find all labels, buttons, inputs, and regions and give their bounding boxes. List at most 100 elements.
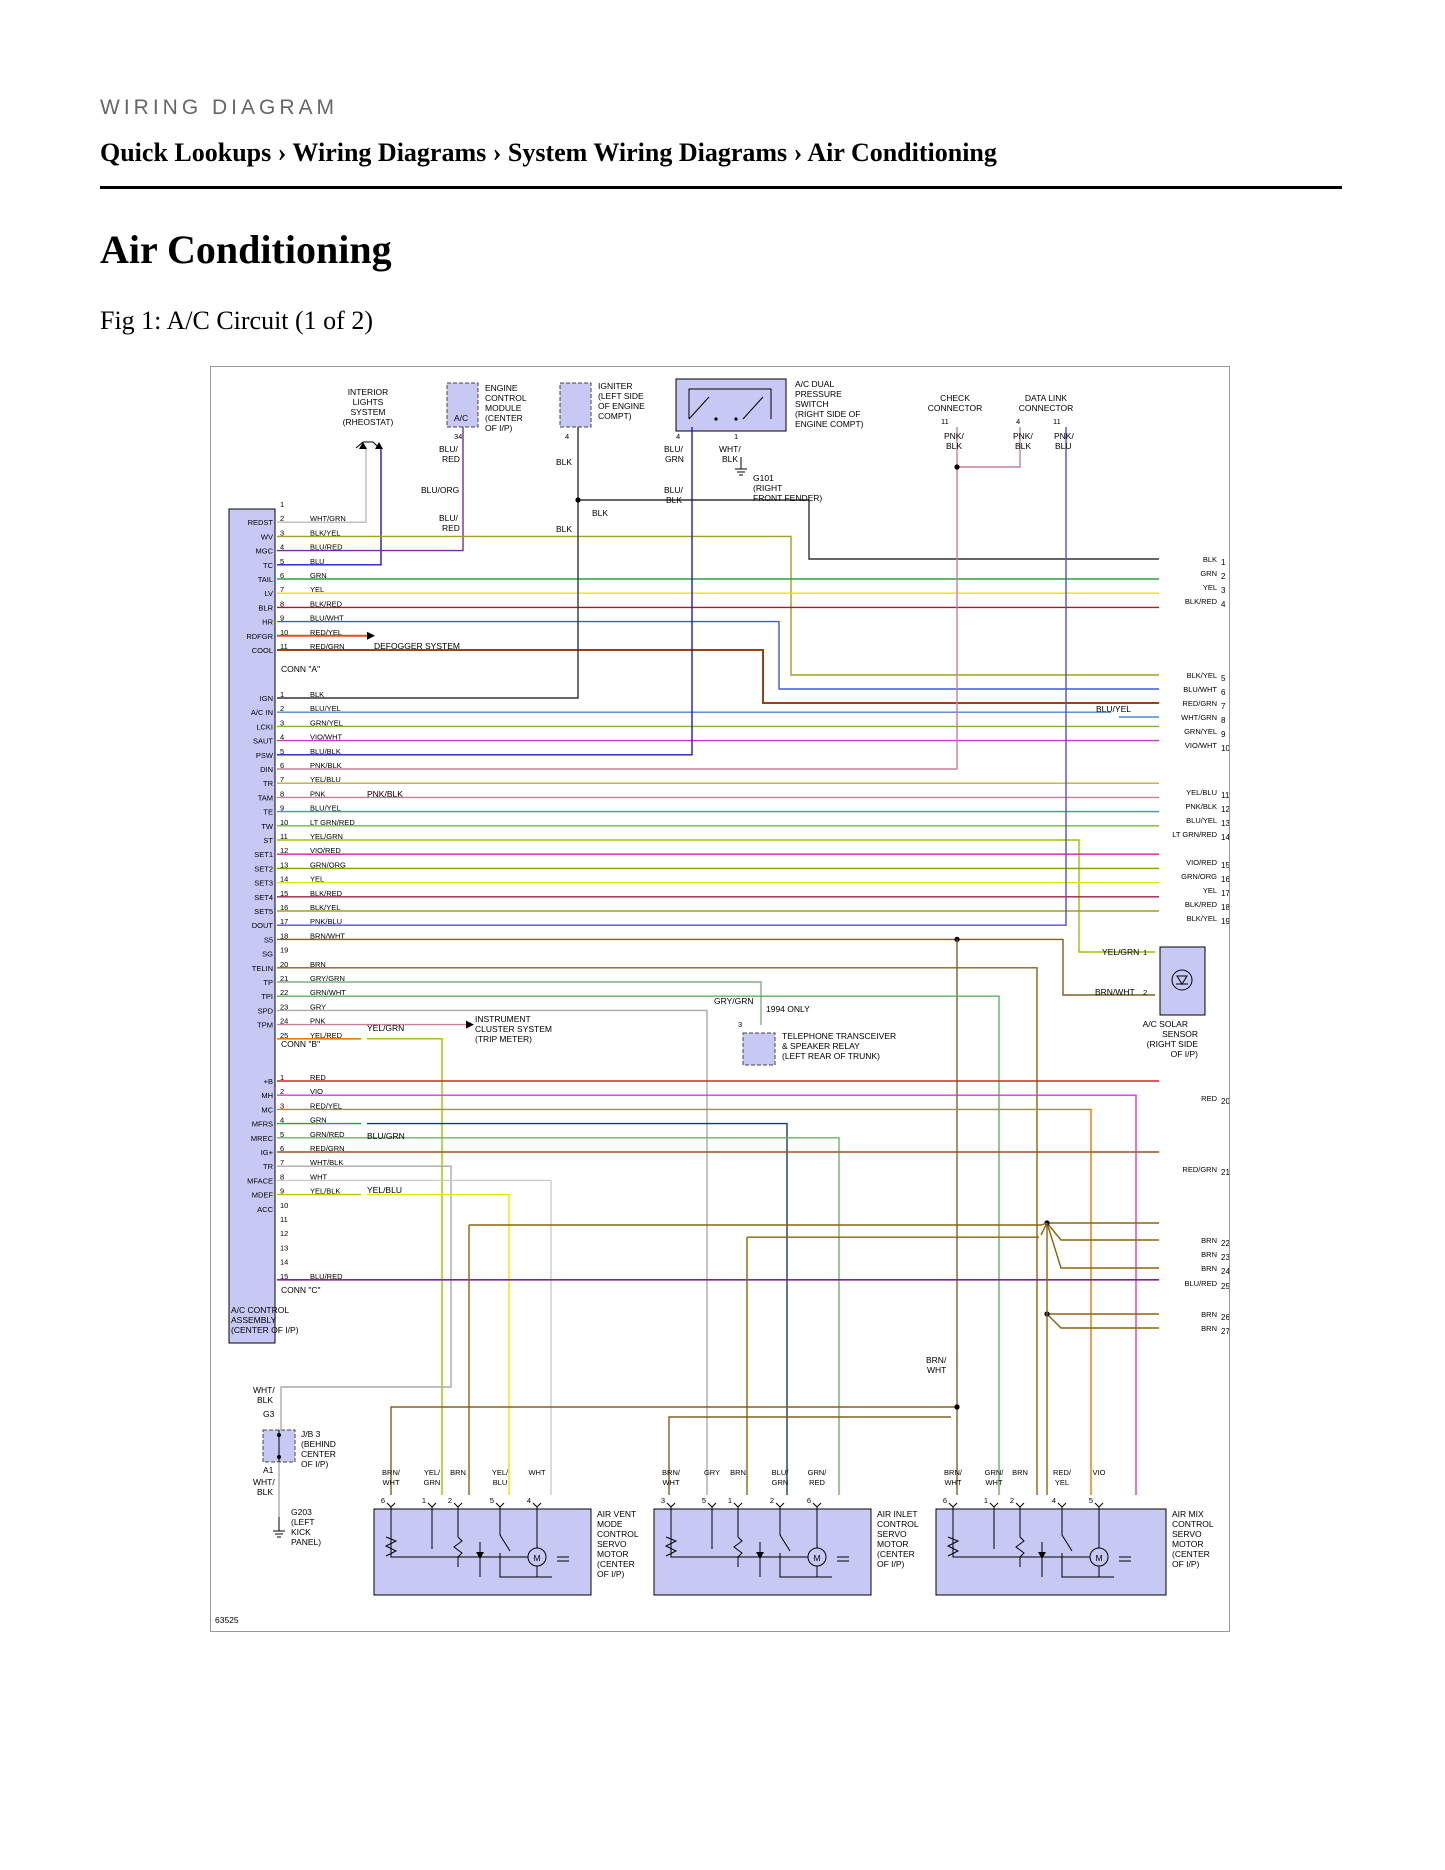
terminal-name: HR [262, 618, 273, 627]
right-pin-number: 15 [1221, 861, 1229, 870]
igniter-wire-2: BLK [592, 508, 608, 518]
wire [578, 499, 1159, 560]
right-wire-label: PNK/BLK [1185, 802, 1217, 811]
pin-number: 17 [280, 917, 288, 926]
terminal-name: TR [263, 779, 274, 788]
right-pin-number: 24 [1221, 1267, 1229, 1276]
pin-number: 11 [280, 832, 288, 841]
terminal-name: ACC [257, 1205, 273, 1214]
wire [277, 427, 693, 756]
wire [1040, 1222, 1048, 1236]
wire-label: YEL/GRN [310, 832, 343, 841]
wire-label: GRY [310, 1002, 326, 1011]
breadcrumb[interactable]: Quick Lookups › Wiring Diagrams › System… [100, 138, 997, 167]
motor-wire-label: BRN [730, 1468, 746, 1477]
pin-number: 18 [280, 931, 288, 940]
pin-number: 8 [280, 789, 284, 798]
wire-label: RED/GRN [310, 1144, 345, 1153]
terminal-name: SAUT [253, 737, 273, 746]
terminal-name: A/C IN [251, 708, 273, 717]
wire [277, 1165, 452, 1430]
right-pin-number: 23 [1221, 1253, 1229, 1262]
wire-label: PNK [310, 1017, 325, 1026]
wire [367, 1122, 788, 1495]
right-pin-number: 12 [1221, 805, 1229, 814]
wire [277, 535, 1159, 676]
motor-wire-label: YEL/GRN [424, 1468, 441, 1487]
dl-pin-1: 4 [1016, 417, 1020, 426]
telephone-relay [742, 1032, 776, 1066]
motor-pin-number: 3 [661, 1496, 665, 1505]
right-pin-number: 25 [1221, 1282, 1229, 1291]
terminal-name: MFACE [247, 1176, 273, 1185]
g3-label: G3 [263, 1409, 275, 1419]
wire-label: WHT [310, 1172, 327, 1181]
wire-label: BLK/RED [310, 889, 343, 898]
ecm-module [446, 382, 479, 428]
wire [277, 1179, 552, 1495]
wire [277, 449, 367, 523]
pin-number: 9 [280, 614, 284, 623]
right-wire-label: BRN [1201, 1264, 1217, 1273]
right-wire-label: BRN [1201, 1250, 1217, 1259]
terminal-name: TPI [261, 992, 273, 1001]
right-wire-label: BLU/WHT [1183, 685, 1217, 694]
wire [367, 1193, 510, 1495]
wire-label: BLK/YEL [310, 903, 340, 912]
wire-label: PNK/BLK [310, 761, 342, 770]
pin-number: 5 [280, 747, 284, 756]
wire [277, 649, 1159, 704]
ecm-pin-number: 34 [454, 432, 462, 441]
terminal-name: TAIL [258, 575, 273, 584]
wht-blk-lower: WHT/BLK [253, 1477, 275, 1497]
igniter-wire-1: BLK [556, 457, 572, 467]
motor-symbol: M [1095, 1553, 1102, 1563]
wire-label: BLU/RED [310, 543, 343, 552]
wire-label: GRY/GRN [310, 974, 345, 983]
pin-number: 7 [280, 775, 284, 784]
terminal-name: REDST [248, 518, 274, 527]
igniter-wire-3: BLK [556, 524, 572, 534]
right-wire-label: LT GRN/RED [1172, 830, 1217, 839]
motor-pin-number: 6 [807, 1496, 811, 1505]
ecm-wire-3: BLU/RED [439, 513, 460, 533]
right-wire-label: BLU/YEL [1186, 816, 1217, 825]
right-pin-number: 3 [1221, 586, 1226, 595]
wire [277, 981, 762, 1025]
header-divider [100, 186, 1342, 189]
right-wire-label: BRN [1201, 1310, 1217, 1319]
wire [1046, 1222, 1159, 1241]
wire-label: WHT/GRN [310, 514, 346, 523]
wire-label: LT GRN/RED [310, 818, 355, 827]
right-pin-number: 20 [1221, 1097, 1229, 1106]
arrow-icon [466, 1020, 474, 1029]
right-wire-label: VIO/WHT [1185, 741, 1217, 750]
right-pin-number: 16 [1221, 875, 1229, 884]
yel-blu-label: YEL/BLU [367, 1185, 402, 1195]
wire-label: YEL/RED [310, 1031, 343, 1040]
ac-control-assembly [228, 508, 276, 1344]
pin-number: 1 [280, 1073, 284, 1082]
pin-number: 16 [280, 903, 288, 912]
figure-caption: Fig 1: A/C Circuit (1 of 2) [100, 306, 373, 335]
mid-labels: DEFOGGER SYSTEM CONN "A" CONN "B" CONN "… [215, 641, 1198, 1625]
solar-pin-1: 1 [1143, 948, 1147, 957]
pin-number: 2 [280, 704, 284, 713]
terminal-name: IGN [260, 694, 273, 703]
solar-wire-2: BRN/WHT [1095, 987, 1135, 997]
pin-number: 19 [280, 946, 288, 955]
wire-label: BLK [310, 690, 324, 699]
motor-wire-label: YEL/BLU [492, 1468, 509, 1487]
right-wire-label: GRN [1200, 569, 1217, 578]
wire-label: GRN/WHT [310, 988, 346, 997]
terminal-name: LCKI [256, 722, 273, 731]
wire-label: BLU [310, 557, 325, 566]
motor-pin-number: 2 [448, 1496, 452, 1505]
